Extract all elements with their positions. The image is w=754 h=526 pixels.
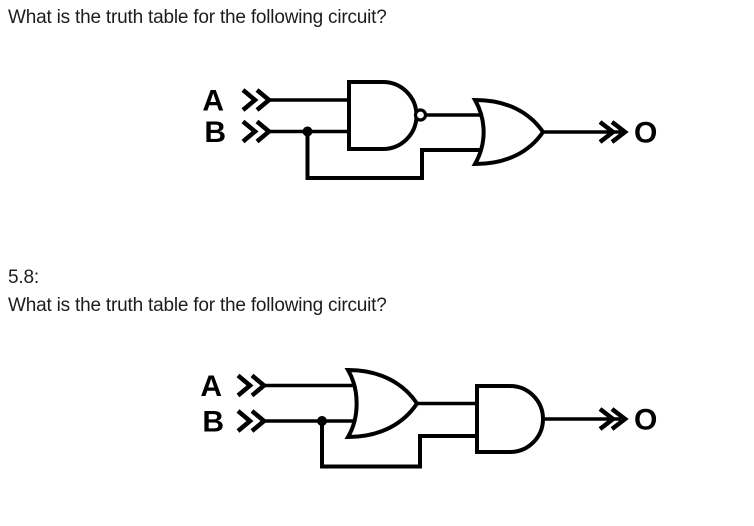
nand-gate-icon <box>347 80 419 151</box>
input-b-label: B <box>204 116 226 149</box>
or-gate-icon <box>471 97 546 167</box>
input-a-label: A <box>200 370 222 403</box>
output-o-label: O <box>634 404 657 437</box>
question2-number: 5.8: <box>8 267 39 288</box>
wire-b-branch-feedback <box>305 131 490 180</box>
output-o-label: O <box>634 117 657 150</box>
wire-b-branch-feedback <box>320 421 480 469</box>
question2-prompt: What is the truth table for the followin… <box>8 295 387 316</box>
output-arrow-icon <box>598 407 629 431</box>
question1-prompt: What is the truth table for the followin… <box>8 7 387 28</box>
circuit2-diagram: A B O <box>200 367 657 469</box>
input-a-chevron-icon <box>241 88 273 112</box>
nand-inverter-bubble-icon <box>413 108 428 122</box>
or-gate-icon <box>344 367 420 440</box>
input-a-label: A <box>202 85 224 118</box>
input-b-chevron-icon <box>241 119 273 144</box>
input-b-label: B <box>202 406 224 439</box>
input-b-chevron-icon <box>236 409 268 433</box>
junction-dot <box>317 416 327 426</box>
junction-dot <box>302 126 313 137</box>
and-gate-icon <box>475 384 545 454</box>
output-arrow-icon <box>598 120 629 144</box>
circuit1-diagram: A B O <box>202 80 657 180</box>
input-a-chevron-icon <box>236 373 268 398</box>
